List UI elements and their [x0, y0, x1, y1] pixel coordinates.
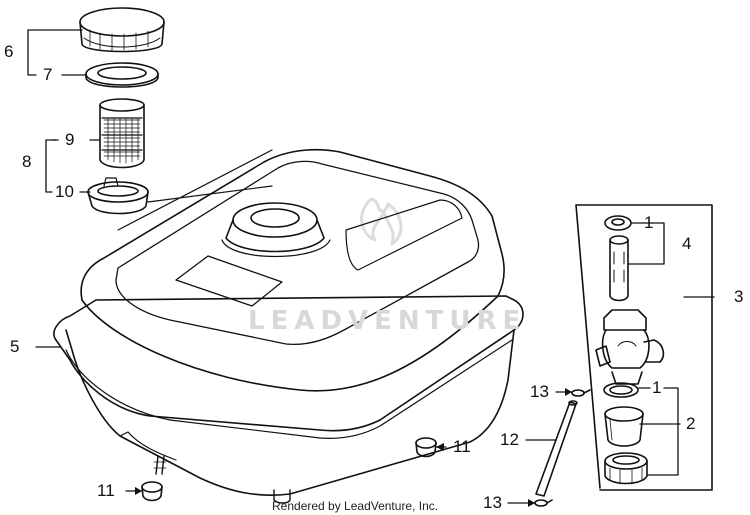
callout-4-filter: 4 [682, 234, 692, 253]
fuel-valve-body-part [595, 309, 665, 385]
filter-tube-part [609, 235, 629, 302]
callout-7-cap-gasket: 7 [43, 65, 53, 84]
cup-nut-part [604, 452, 648, 485]
leader-lines [27, 29, 715, 504]
callout-1-o-ring: 1 [652, 378, 662, 397]
o-ring-part [603, 382, 639, 398]
callout-11-mount-right: 11 [453, 437, 471, 456]
rubber-mount-part [141, 481, 163, 502]
watermark-logo [360, 197, 403, 246]
fuel-tank-part [53, 148, 524, 504]
watermark-text: LEADVENTURE [248, 306, 527, 336]
callout-13-clip-top: 13 [530, 382, 549, 401]
callout-9-strainer: 9 [65, 130, 75, 149]
callout-1-washer: 1 [644, 213, 654, 232]
hose-clip-part [571, 389, 591, 397]
sediment-cup-part [604, 406, 644, 447]
rubber-mount-part [415, 437, 437, 458]
assembly-line [117, 149, 273, 231]
callout-2-cup: 2 [686, 414, 696, 433]
callout-5-fuel-tank: 5 [10, 337, 20, 356]
strainer-screen-part [99, 98, 145, 169]
fuel-hose-part [535, 400, 578, 497]
callout-3-valve-assembly: 3 [734, 287, 744, 306]
callout-11-mount-left: 11 [97, 481, 115, 500]
callout-8-strainer-set: 8 [22, 152, 32, 171]
cap-gasket-part [85, 62, 159, 88]
callout-13-clip-bottom: 13 [483, 493, 502, 512]
callout-10-retainer: 10 [55, 182, 74, 201]
valve-washer-part [604, 215, 632, 231]
render-credit: Rendered by LeadVenture, Inc. [272, 499, 439, 513]
retainer-ring-part [87, 177, 149, 215]
valve-assembly-bracket [575, 204, 713, 491]
fuel-cap-part [79, 7, 165, 53]
hose-clip-part [534, 499, 553, 507]
leader-arrowheads [135, 388, 572, 507]
callout-12-hose: 12 [500, 430, 519, 449]
callout-6-fuel-cap: 6 [4, 42, 14, 61]
